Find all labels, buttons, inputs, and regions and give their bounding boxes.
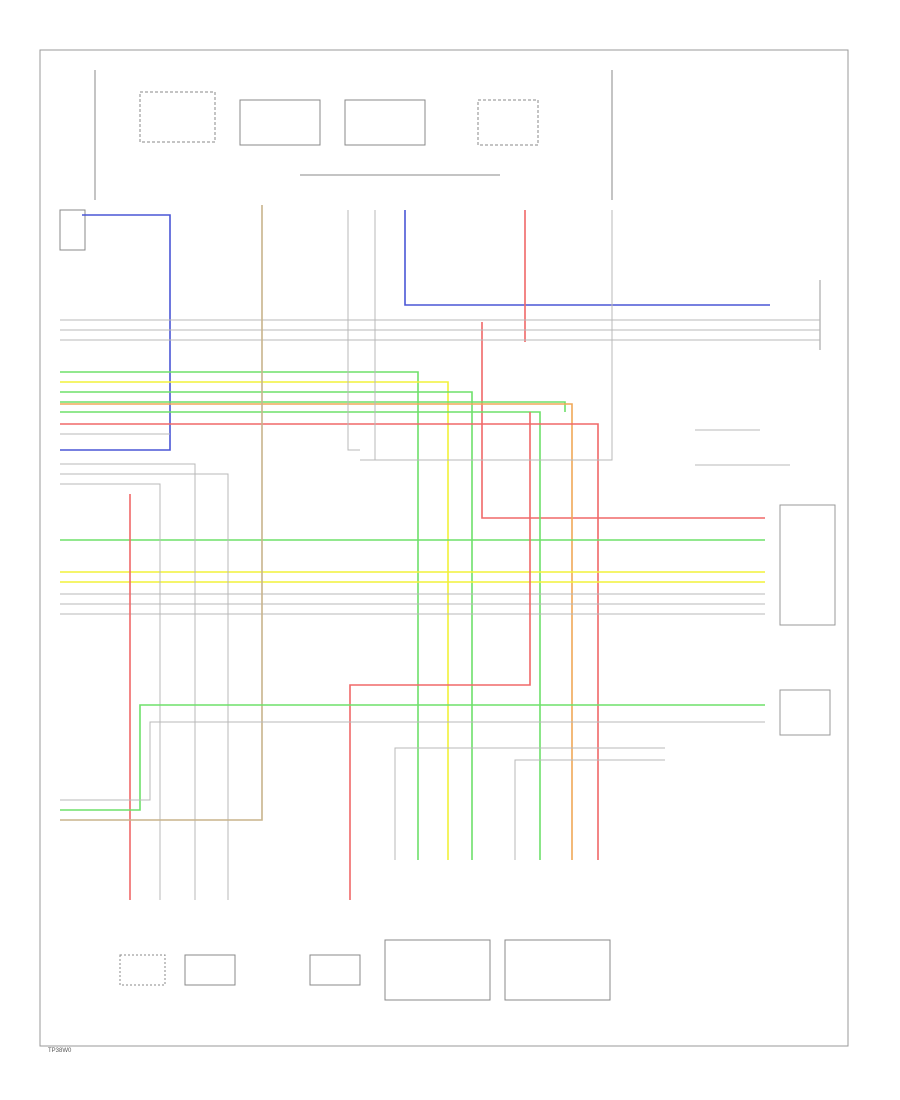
left-mode-damper — [119, 954, 166, 986]
wire-green-27 — [60, 704, 765, 811]
modules-right — [779, 280, 836, 736]
wire-gray-24 — [60, 473, 229, 900]
wire-green-10 — [60, 401, 566, 412]
wire-blue-1 — [404, 210, 770, 306]
wire-green-7 — [60, 371, 419, 860]
wire-blue-0 — [60, 214, 171, 451]
left-door-motor — [504, 939, 611, 1001]
water-temp-sensor — [779, 689, 831, 736]
right-door-motor — [384, 939, 491, 1001]
ac-amplifier — [779, 504, 836, 626]
components-bottom — [119, 939, 611, 1001]
wire-red-3 — [481, 322, 765, 519]
wire-gray-33 — [360, 210, 613, 461]
wire-gray-28 — [60, 721, 765, 801]
wire-gray-22 — [60, 483, 161, 900]
ac-relay-1 — [239, 99, 321, 146]
wire-red-13 — [60, 423, 599, 860]
wire-orange-11 — [60, 403, 573, 860]
components-top — [94, 70, 613, 200]
wire-gray-30 — [514, 759, 665, 860]
diagram-frame — [39, 49, 849, 1047]
wire-green-12 — [60, 411, 541, 860]
wire-gray-29 — [394, 747, 665, 860]
footer-code: TP38W0 — [48, 1048, 72, 1054]
wire-yellow-8 — [60, 381, 449, 860]
wire-green-9 — [60, 391, 473, 860]
rear-defogger-relay — [309, 954, 361, 986]
wires-layer — [60, 205, 820, 900]
ac-relay-2 — [344, 99, 426, 146]
wire-gray-32 — [360, 210, 376, 461]
wire-red-26 — [349, 412, 531, 900]
left-switch-box — [59, 209, 86, 251]
wire-gray-31 — [347, 210, 360, 451]
wire-tan-25 — [60, 205, 263, 821]
right-mode-damper — [184, 954, 236, 986]
wire-gray-23 — [60, 463, 196, 900]
blower-relay — [477, 99, 539, 146]
neutral-safety-switch — [139, 91, 216, 143]
